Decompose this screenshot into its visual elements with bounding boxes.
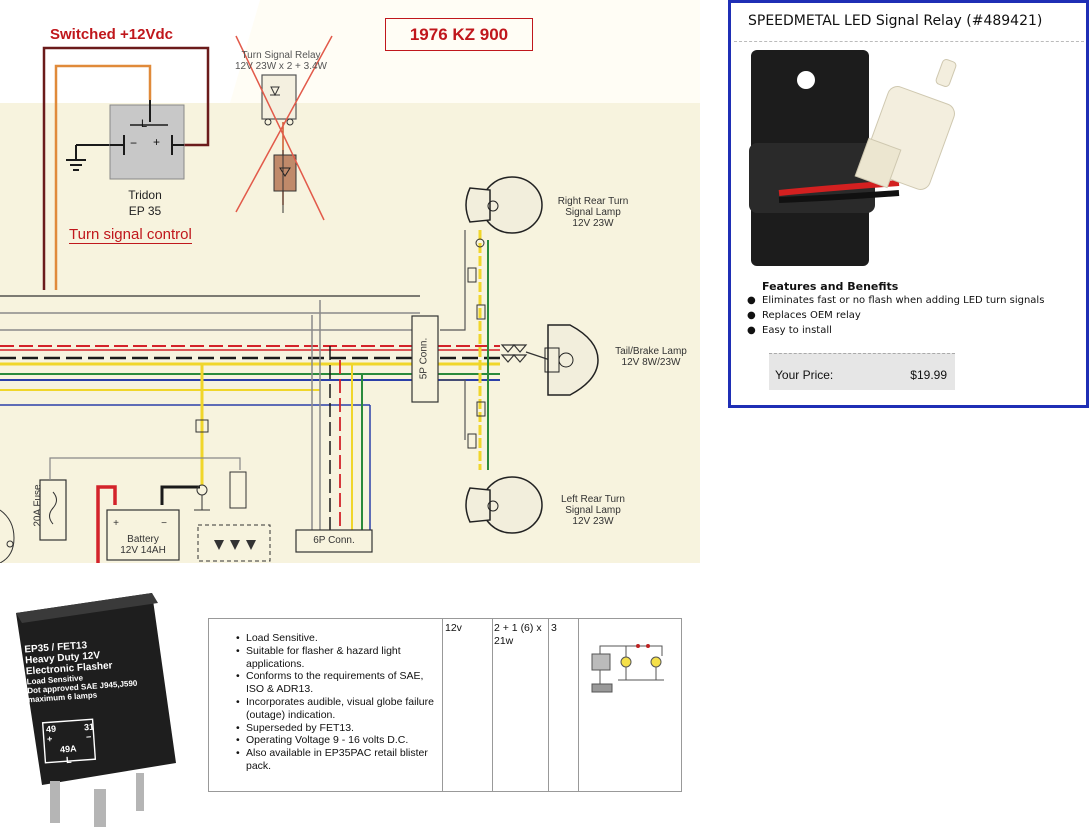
spec-load-cell-2: 21w xyxy=(494,635,514,647)
feature-item: ●Eliminates fast or no flash when adding… xyxy=(747,295,1045,306)
tail-brake-lamp xyxy=(544,324,599,396)
right-rear-label-1: Right Rear Turn xyxy=(557,196,629,207)
flasher-terminal-minus: − xyxy=(85,731,92,743)
turn-signal-control-wire xyxy=(54,64,152,290)
spec-feature-item: Load Sensitive. xyxy=(236,632,442,645)
left-rear-label-3: 12V 23W xyxy=(572,516,614,527)
product-divider xyxy=(734,41,1084,42)
flasher-wiring-thumbnail xyxy=(591,644,664,693)
battery-plus: + xyxy=(113,518,119,529)
flasher-terminal-plus: + xyxy=(46,733,53,745)
wiring-harness xyxy=(0,230,500,540)
left-rear-label-1: Left Rear Turn xyxy=(561,494,625,505)
feature-item: ●Replaces OEM relay xyxy=(747,310,861,321)
tail-lamp-label-1: Tail/Brake Lamp xyxy=(615,346,687,357)
spec-feature-item: Operating Voltage 9 - 16 volts D.C. xyxy=(236,734,442,747)
spec-feature-item: Also available in EP35PAC retail blister… xyxy=(236,747,442,773)
left-rear-label-2: Signal Lamp xyxy=(565,505,621,516)
flasher-terminal-31: 31 xyxy=(83,721,95,733)
battery-minus: − xyxy=(161,518,167,529)
tail-lamp-label-2: 12V 8W/23W xyxy=(621,357,681,368)
switched-12v-label: Switched +12Vdc xyxy=(50,26,173,43)
price-box: Your Price: $19.99 xyxy=(769,353,955,390)
spec-feature-item: Suitable for flasher & hazard light appl… xyxy=(236,645,442,671)
spec-feature-item: Conforms to the requirements of SAE, ISO… xyxy=(236,670,442,696)
cross-out-line-2 xyxy=(235,35,325,221)
features-heading: Features and Benefits xyxy=(762,280,899,293)
connector-5p-label: 5P Conn. xyxy=(418,337,430,380)
old-turn-signal-relay xyxy=(261,74,297,213)
old-relay-label-line1: Turn Signal Relay xyxy=(241,50,321,61)
tridon-model: EP 35 xyxy=(128,204,162,218)
price-label: Your Price: xyxy=(775,368,834,382)
tridon-name: Tridon xyxy=(128,188,162,202)
tridon-relay-box xyxy=(109,104,185,180)
led-relay-product-image xyxy=(749,50,957,266)
flasher-terminal-49a: 49A xyxy=(59,743,77,755)
relay-terminal-L: L xyxy=(141,118,148,130)
left-rear-turn-lamp xyxy=(465,401,543,534)
flasher-terminal-49: 49 xyxy=(45,723,57,735)
product-title: SPEEDMETAL LED Signal Relay (#489421) xyxy=(748,13,1043,29)
battery-label-1: Battery xyxy=(127,534,159,545)
spec-pins-cell: 3 xyxy=(551,622,557,634)
battery-fuse-area xyxy=(0,419,373,564)
fuse-label: 20A Fuse xyxy=(32,484,44,527)
switched-12v-wire xyxy=(42,46,210,290)
right-rear-label-3: 12V 23W xyxy=(572,218,614,229)
connector-5p xyxy=(411,315,439,403)
battery-label-2: 12V 14AH xyxy=(120,545,166,556)
product-card: SPEEDMETAL LED Signal Relay (#489421) Fe… xyxy=(728,0,1089,408)
spec-feature-item: Incorporates audible, visual globe failu… xyxy=(236,696,442,722)
turn-signal-control-label: Turn signal control xyxy=(69,226,192,244)
price-value: $19.99 xyxy=(910,368,947,382)
flasher-label: EP35 / FET13 Heavy Duty 12V Electronic F… xyxy=(24,640,138,705)
tail-lamp-connectors xyxy=(500,344,551,363)
spec-load-cell-1: 2 + 1 (6) x xyxy=(494,622,542,634)
wiring-diagram xyxy=(0,0,700,564)
connector-6p-label: 6P Conn. xyxy=(313,535,355,546)
right-rear-turn-lamp xyxy=(465,176,543,320)
diagram-title: 1976 KZ 900 xyxy=(385,18,533,51)
old-relay-label-line2: 12V 23W x 2 + 3.4W xyxy=(235,61,327,72)
cross-out-line-1 xyxy=(235,35,333,213)
relay-terminal-minus: − xyxy=(130,136,138,150)
wiring-diagram-svg xyxy=(0,0,700,564)
right-rear-label-2: Signal Lamp xyxy=(565,207,621,218)
spec-feature-item: Superseded by FET13. xyxy=(236,722,442,735)
relay-terminal-plus: + xyxy=(153,135,161,149)
feature-item: ●Easy to install xyxy=(747,325,832,336)
ep35-flasher-image xyxy=(16,593,176,827)
flasher-terminal-L: L xyxy=(65,754,72,766)
spec-table xyxy=(208,618,682,792)
spec-voltage-cell: 12v xyxy=(445,622,462,634)
spec-feature-list: Load Sensitive. Suitable for flasher & h… xyxy=(236,632,442,773)
